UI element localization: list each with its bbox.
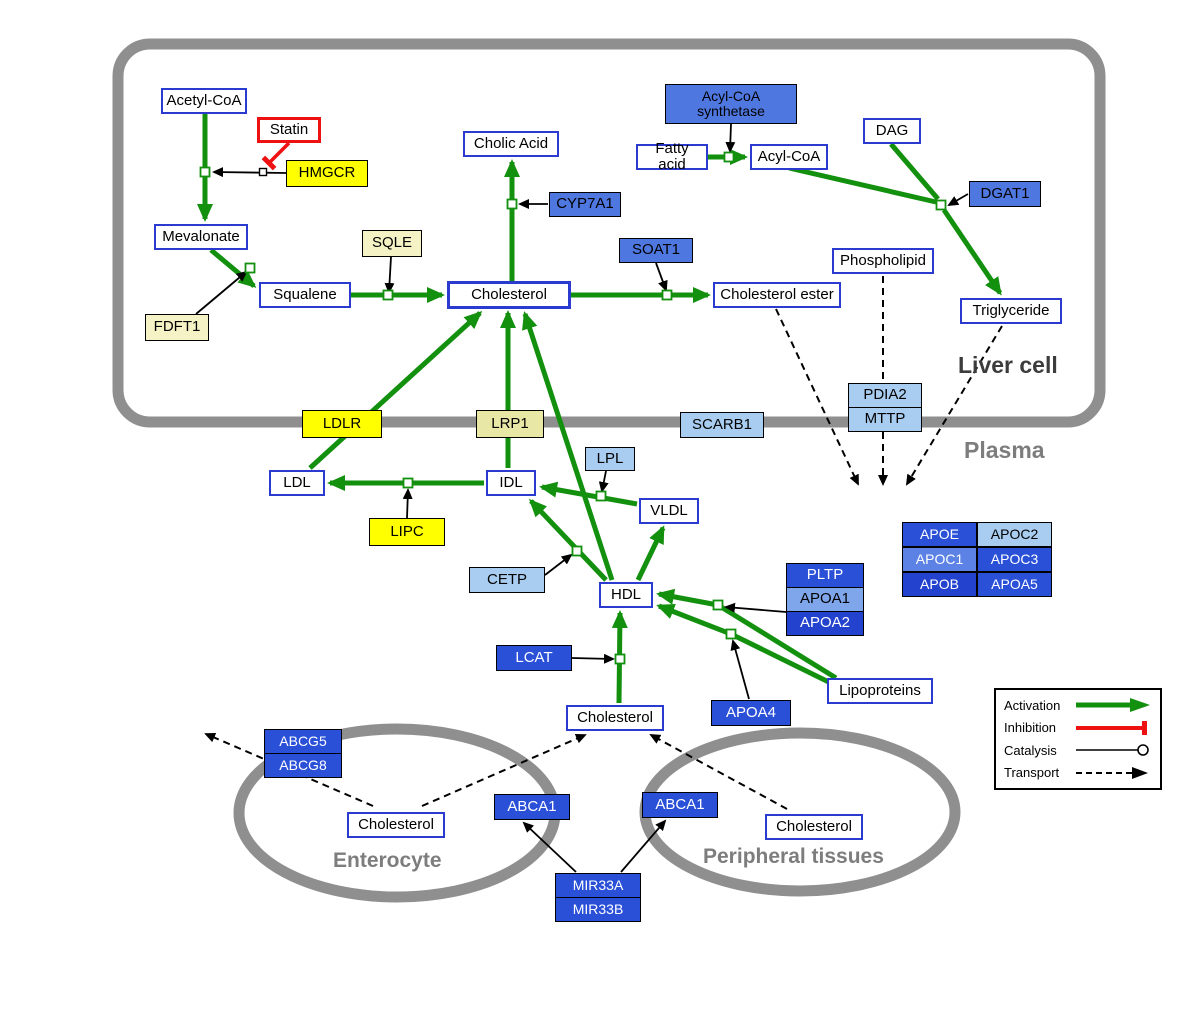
node-phospholipid[interactable]: Phospholipid xyxy=(832,248,934,274)
gene-apoc1[interactable]: APOC1 xyxy=(902,547,977,572)
gene-pdia2[interactable]: PDIA2 xyxy=(848,383,922,408)
gene-apoe[interactable]: APOE xyxy=(902,522,977,547)
legend-row-activation: Activation xyxy=(1004,696,1152,714)
gene-mir33a[interactable]: MIR33A xyxy=(555,873,641,898)
node-triglyceride[interactable]: Triglyceride xyxy=(960,298,1062,324)
gene-cetp[interactable]: CETP xyxy=(469,567,545,593)
node-hdl[interactable]: HDL xyxy=(599,582,653,608)
node-acyl-coa[interactable]: Acyl-CoA xyxy=(750,144,828,170)
gene-pltp[interactable]: PLTP xyxy=(786,563,864,588)
gene-scarb1[interactable]: SCARB1 xyxy=(680,412,764,438)
gene-ldlr[interactable]: LDLR xyxy=(302,410,382,438)
node-cholesterol-liver[interactable]: Cholesterol xyxy=(447,281,571,309)
gene-apoa2[interactable]: APOA2 xyxy=(786,611,864,636)
legend-row-transport: Transport xyxy=(1004,764,1152,782)
gene-mttp[interactable]: MTTP xyxy=(848,407,922,432)
legend-row-inhibition: Inhibition xyxy=(1004,719,1152,737)
inhibition-tee-icon xyxy=(1076,720,1147,735)
activation-arrow-icon xyxy=(1076,698,1150,713)
gene-mir33b[interactable]: MIR33B xyxy=(555,897,641,922)
enterocyte-label: Enterocyte xyxy=(333,849,442,872)
gene-apoa5[interactable]: APOA5 xyxy=(977,572,1052,597)
node-ldl[interactable]: LDL xyxy=(269,470,325,496)
gene-fdft1[interactable]: FDFT1 xyxy=(145,314,209,341)
legend-inhibition-label: Inhibition xyxy=(1004,720,1057,736)
node-cholesterol-ester[interactable]: Cholesterol ester xyxy=(713,282,841,308)
node-cholesterol-peripheral[interactable]: Cholesterol xyxy=(765,814,863,840)
gene-apob[interactable]: APOB xyxy=(902,572,977,597)
gene-hmgcr[interactable]: HMGCR xyxy=(286,160,368,187)
catalysis-edges xyxy=(195,123,969,873)
inhibition-edge xyxy=(261,141,291,171)
gene-lpl[interactable]: LPL xyxy=(585,447,635,471)
legend-transport-label: Transport xyxy=(1004,765,1060,781)
gene-apoc2[interactable]: APOC2 xyxy=(977,522,1052,547)
legend-activation-label: Activation xyxy=(1004,697,1061,713)
gene-apoc3[interactable]: APOC3 xyxy=(977,547,1052,572)
gene-abcg8[interactable]: ABCG8 xyxy=(264,753,342,778)
legend-row-catalysis: Catalysis xyxy=(1004,741,1152,759)
peripheral-tissues-label: Peripheral tissues xyxy=(703,845,884,868)
node-cholesterol-enterocyte[interactable]: Cholesterol xyxy=(347,812,445,838)
gene-abca1-left[interactable]: ABCA1 xyxy=(494,794,570,820)
legend-catalysis-label: Catalysis xyxy=(1004,742,1057,758)
gene-sqle[interactable]: SQLE xyxy=(362,230,422,257)
gene-lrp1[interactable]: LRP1 xyxy=(476,410,544,438)
gene-dgat1[interactable]: DGAT1 xyxy=(969,181,1041,207)
plasma-label: Plasma xyxy=(964,437,1045,463)
transport-dashed-arrow-icon xyxy=(1076,766,1148,779)
node-cholesterol-plasma[interactable]: Cholesterol xyxy=(566,705,664,731)
gene-apoa1[interactable]: APOA1 xyxy=(786,587,864,612)
node-mevalonate[interactable]: Mevalonate xyxy=(154,224,248,250)
gene-acyl-coa-synthetase[interactable]: Acyl-CoA synthetase xyxy=(665,84,797,124)
node-cholic-acid[interactable]: Cholic Acid xyxy=(463,131,559,157)
liver-cell-label: Liver cell xyxy=(958,352,1058,378)
node-vldl[interactable]: VLDL xyxy=(639,498,699,524)
gene-abcg5[interactable]: ABCG5 xyxy=(264,729,342,754)
node-squalene[interactable]: Squalene xyxy=(259,282,351,308)
node-acetyl-coa[interactable]: Acetyl-CoA xyxy=(161,88,247,114)
liver-cell-membrane xyxy=(112,38,1106,428)
gene-abca1-right[interactable]: ABCA1 xyxy=(642,792,718,818)
gene-cyp7a1[interactable]: CYP7A1 xyxy=(549,192,621,217)
node-idl[interactable]: IDL xyxy=(486,470,536,496)
gene-lipc[interactable]: LIPC xyxy=(369,518,445,546)
node-fatty-acid[interactable]: Fatty acid xyxy=(636,140,708,173)
reaction-nodes xyxy=(199,151,947,665)
node-dag[interactable]: DAG xyxy=(863,118,921,144)
legend: Activation Inhibition Catalysis Transpor… xyxy=(994,688,1162,790)
gene-apoa4[interactable]: APOA4 xyxy=(711,700,791,726)
catalysis-circle-icon xyxy=(1076,744,1149,757)
gene-soat1[interactable]: SOAT1 xyxy=(619,238,693,263)
drug-statin[interactable]: Statin xyxy=(257,117,321,143)
gene-lcat[interactable]: LCAT xyxy=(496,645,572,671)
node-lipoproteins[interactable]: Lipoproteins xyxy=(827,678,933,704)
